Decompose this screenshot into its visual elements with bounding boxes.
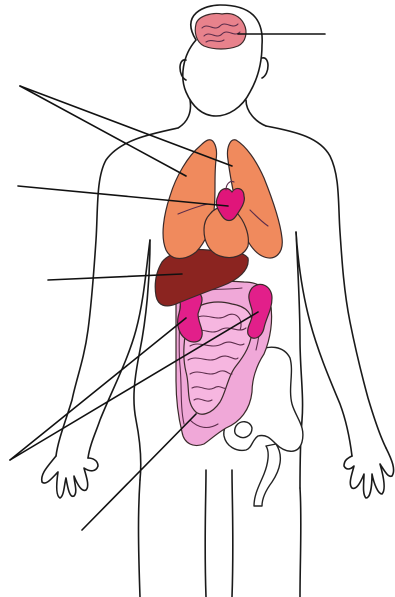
brain-shape	[195, 13, 246, 49]
right-hand	[344, 448, 394, 498]
brain	[195, 13, 246, 49]
neck-left	[178, 100, 191, 128]
right-ear	[262, 58, 268, 78]
right-leg-inner	[232, 470, 233, 597]
lungs-leader-line-upper	[20, 86, 232, 166]
pelvis-socket	[235, 422, 252, 438]
femur	[254, 444, 280, 506]
neck-right	[246, 100, 266, 126]
kidney-leader-line-left	[10, 318, 186, 460]
left-hand	[42, 456, 98, 498]
right-leg-outer	[300, 488, 301, 597]
left-leg-inner	[205, 470, 206, 597]
left-leg-outer	[139, 480, 141, 597]
right-inner-arm	[296, 232, 352, 456]
